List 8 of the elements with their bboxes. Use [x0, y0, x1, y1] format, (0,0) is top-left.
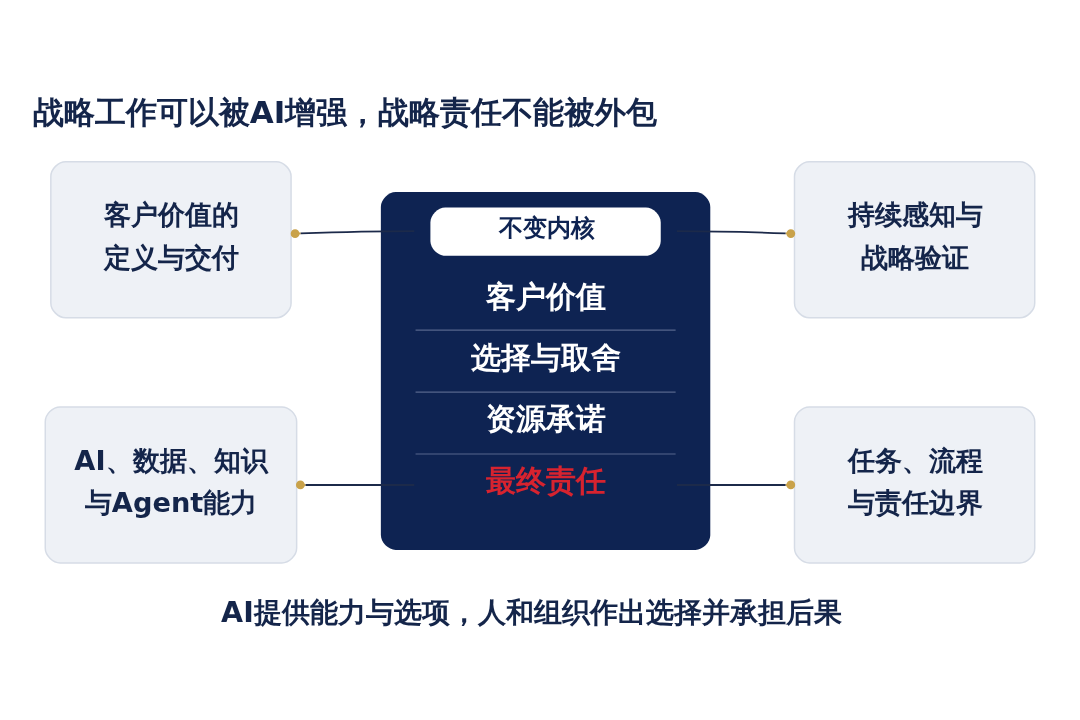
- diagram-title: 战略工作可以被AI增强，战略责任不能被外包: [32, 93, 658, 130]
- node-box: 不变内核 客户价值 选择与取舍 资源承诺 最终责任: [380, 191, 711, 550]
- connector: [290, 228, 416, 238]
- caption: AI提供能力与选项，人和组织作出选择并承担后果: [221, 595, 842, 629]
- node-box: 任务、流程与责任边界: [793, 405, 1036, 564]
- node-box: AI、数据、知识与Agent能力: [44, 405, 298, 564]
- node-box: 持续感知与战略验证: [793, 160, 1036, 318]
- node-box: 客户价值的定义与交付: [50, 160, 292, 318]
